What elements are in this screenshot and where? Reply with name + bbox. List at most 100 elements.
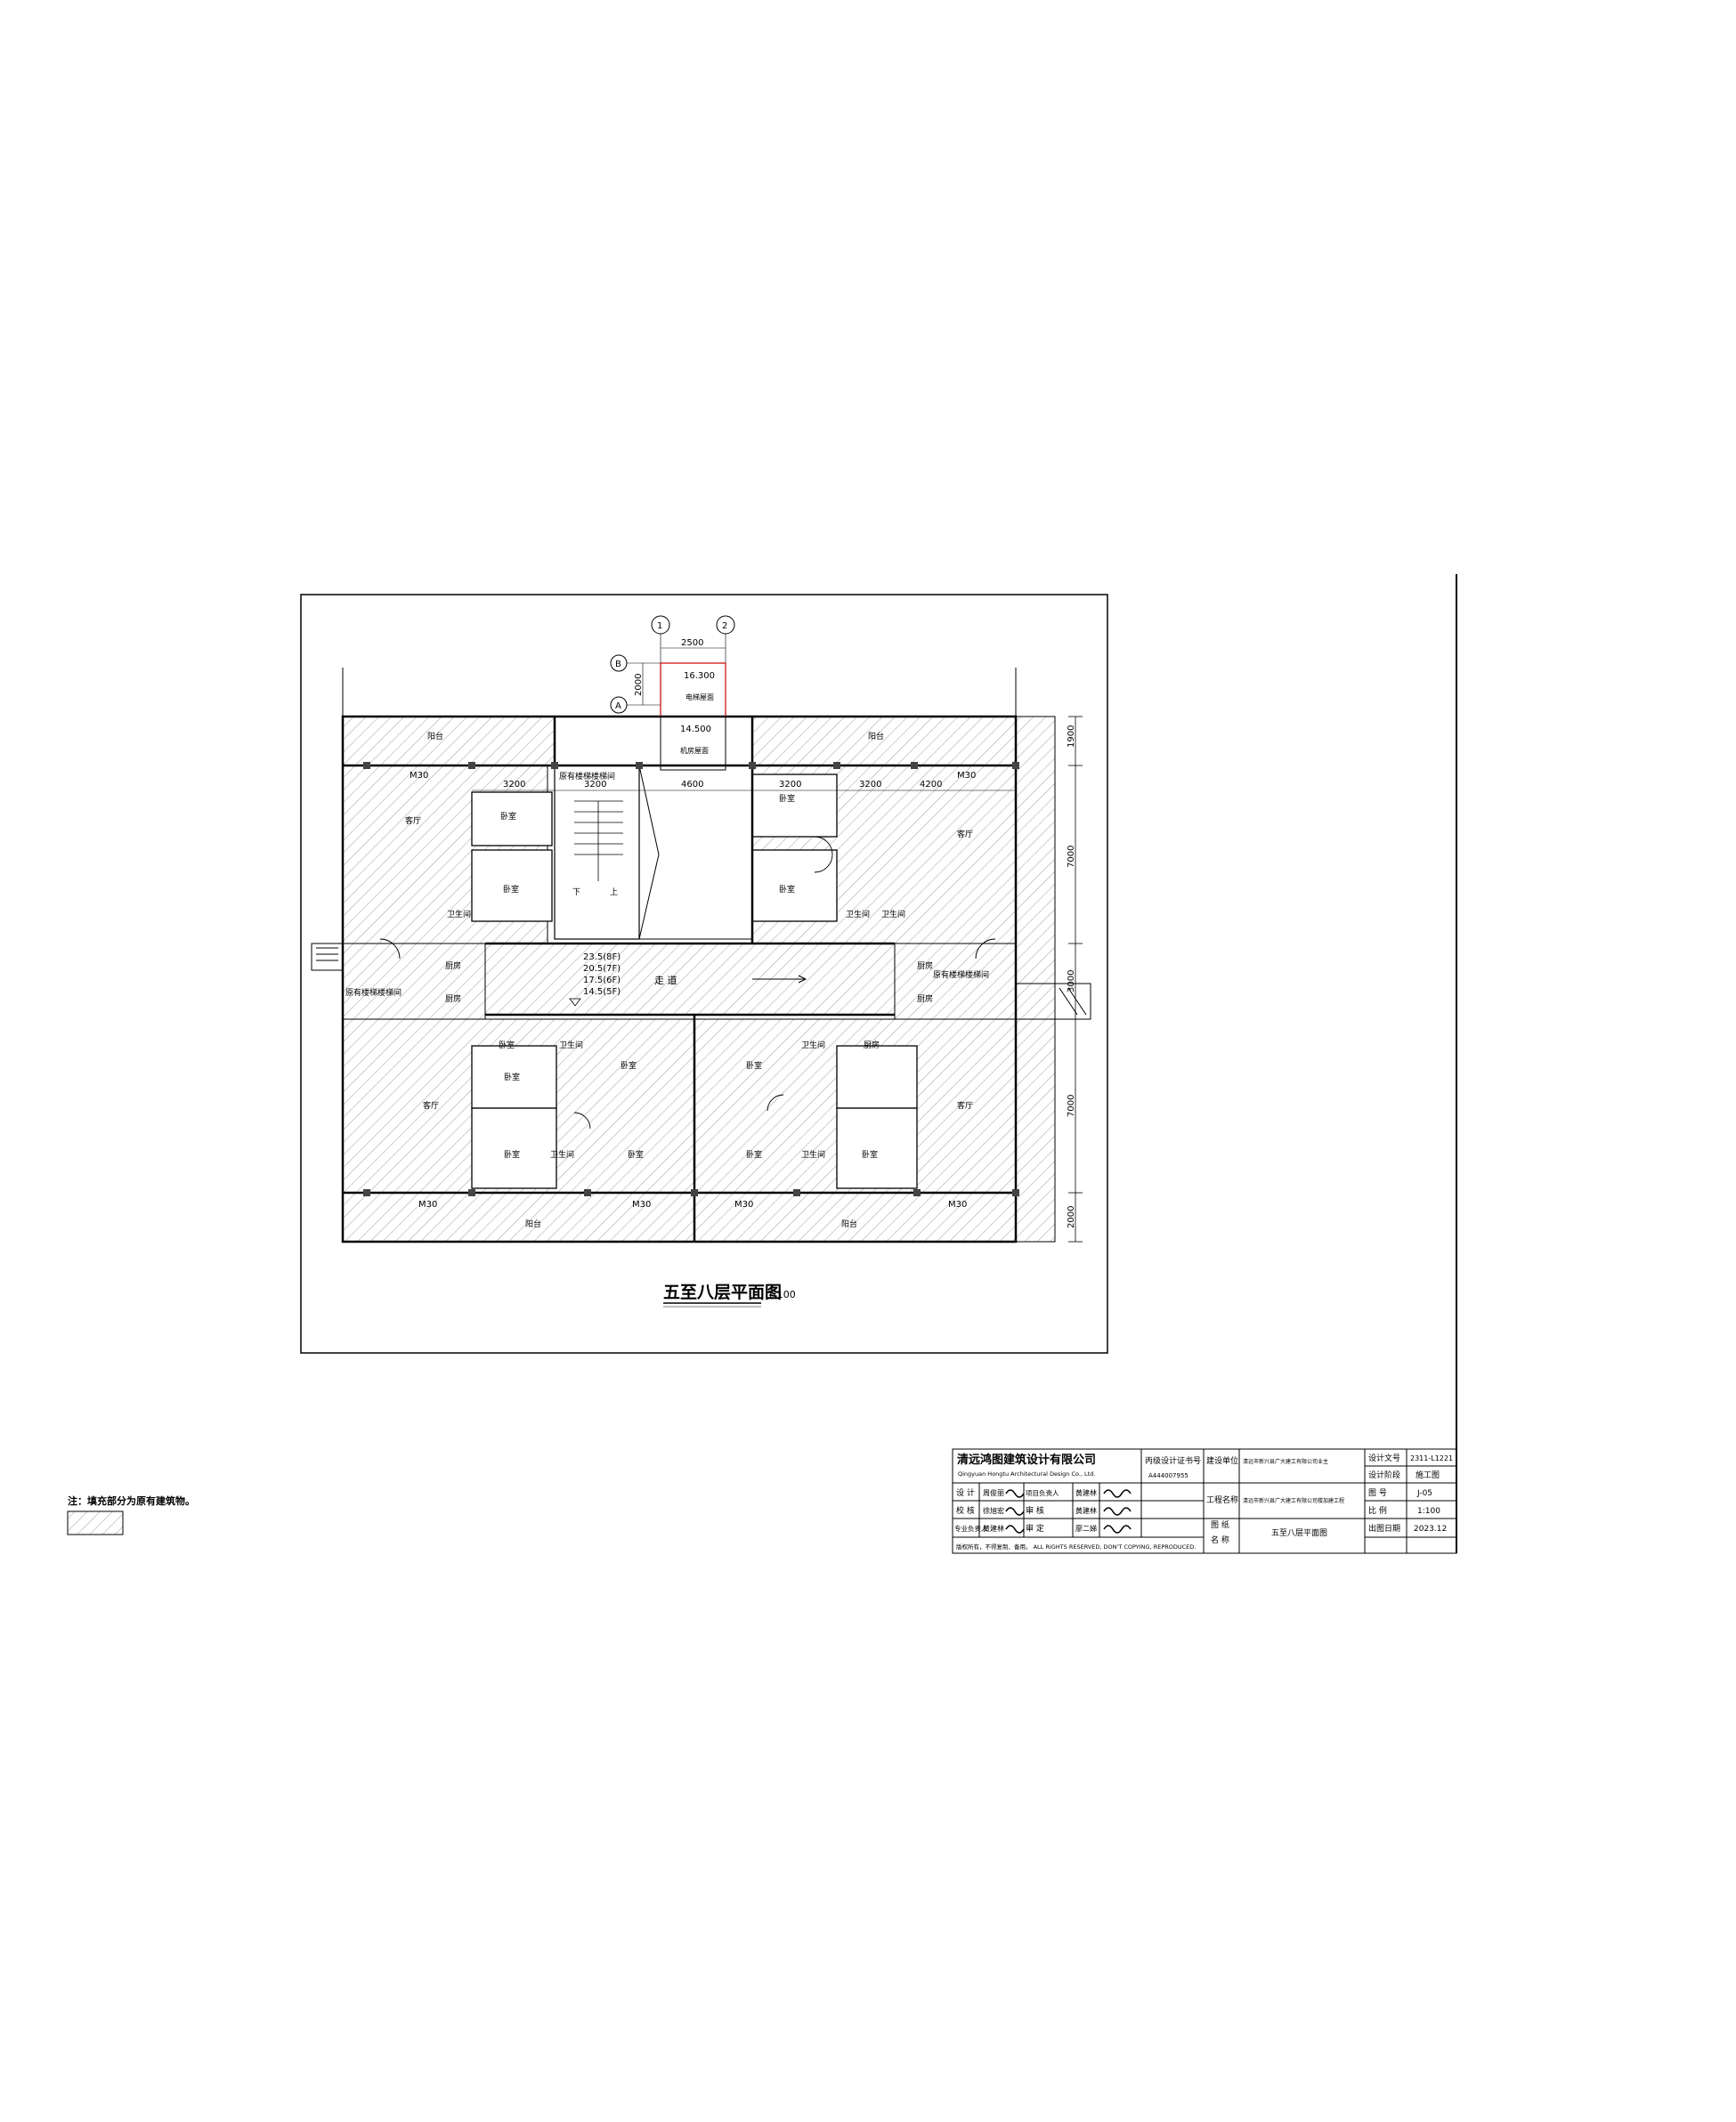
door-swings (379, 836, 996, 1130)
window-label-6: M30 (948, 1200, 967, 1210)
dim-2000: 2000 (1067, 1206, 1076, 1228)
elevation-marker-icon (569, 998, 581, 1007)
label-bedroom-6: 卧室 (504, 1149, 520, 1160)
label-bedroom-4: 卧室 (779, 884, 795, 895)
label-kitchen-1: 厨房 (445, 960, 461, 971)
tb-role5-name: 黄建林 (1075, 1506, 1097, 1515)
bedroom-tl-2 (471, 849, 553, 922)
label-living-br: 客厅 (957, 1100, 973, 1111)
label-toilet-5: 卫生间 (550, 1149, 574, 1160)
tb-role2-label: 校 核 (956, 1505, 975, 1516)
dim-3000: 3000 (1067, 970, 1076, 992)
stairwell (554, 765, 640, 940)
label-living-bl: 客厅 (423, 1100, 439, 1111)
label-toilet-1: 卫生间 (447, 909, 471, 919)
bedroom-bl-1 (471, 1045, 557, 1109)
tb-design-no: 2311-L1221 (1410, 1454, 1453, 1462)
balcony-top-left (342, 716, 556, 766)
bedroom-tl-1 (471, 791, 553, 846)
tb-stage: 施工图 (1416, 1470, 1440, 1480)
axis-2: 2 (722, 621, 727, 631)
label-bedroom-7: 卧室 (621, 1060, 637, 1071)
label-stair-down: 下 (572, 888, 580, 897)
label-bedroom-11: 卧室 (862, 1149, 878, 1160)
label-annex-stair-top: 原有楼梯楼梯间 (559, 771, 615, 782)
label-bedroom-10: 卧室 (746, 1149, 762, 1160)
label-bedroom-8: 卧室 (628, 1149, 644, 1160)
tb-company-en: Qingyuan Hongtu Architectural Design Co.… (958, 1470, 1095, 1478)
tb-design-no-label: 设计文号 (1368, 1453, 1400, 1463)
dim-3200-c: 3200 (779, 780, 801, 790)
tb-role3-name: 黄建林 (983, 1524, 1004, 1533)
tb-client: 清远市新兴县广大建工有限公司业主 (1243, 1458, 1328, 1465)
window-label-4: M30 (632, 1200, 651, 1210)
elev-8f: 23.5(8F) (583, 952, 621, 962)
elev-5f: 14.5(5F) (583, 987, 621, 997)
label-bedroom-5: 卧室 (504, 1072, 520, 1082)
bedroom-bl-2 (471, 1107, 557, 1189)
label-roof-top: 电梯屋面 (685, 692, 714, 701)
tb-client-label: 建设单位 (1206, 1455, 1238, 1466)
tb-project: 清远市新兴县广大建工有限公司楼加建工程 (1243, 1497, 1344, 1504)
dim-2000-roof: 2000 (634, 674, 644, 696)
atrium-void (638, 765, 753, 940)
corridor-main (484, 943, 896, 1016)
axis-b: B (615, 660, 621, 669)
bedroom-br-2 (836, 1107, 918, 1189)
dim-3200-a: 3200 (503, 780, 525, 790)
label-kitchen-3: 厨房 (917, 960, 933, 971)
drawing-title: 五至八层平面图 (663, 1283, 782, 1302)
legend-hatch-swatch (67, 1511, 124, 1535)
columns (363, 762, 1019, 1196)
title-block (952, 1448, 1457, 1554)
corridor-right (894, 943, 1017, 1020)
tb-cert-label: 丙级设计证书号 (1145, 1455, 1201, 1466)
tb-role4-label: 项目负责人 (1026, 1488, 1059, 1497)
label-bedroom-3: 卧室 (779, 793, 795, 804)
tb-project-label: 工程名称 (1206, 1494, 1238, 1505)
dim-7000-b: 7000 (1067, 1095, 1076, 1117)
corridor-left (342, 943, 486, 1020)
dim-4600: 4600 (681, 780, 703, 790)
window-label-2: M30 (957, 771, 976, 781)
tb-company: 清远鸿图建筑设计有限公司 (957, 1453, 1096, 1467)
balcony-bottom (342, 1192, 1017, 1243)
tb-drawing-label2: 名 称 (1211, 1535, 1229, 1545)
kitchen-br (836, 1045, 918, 1109)
label-corridor: 走 道 (654, 974, 677, 986)
dim-3200-d: 3200 (859, 780, 881, 790)
tb-role1-name: 周俊丽 (983, 1488, 1004, 1497)
dim-4200: 4200 (920, 780, 942, 790)
window-label-3: M30 (418, 1200, 437, 1210)
corridor-arrow-icon (752, 975, 807, 984)
tb-sheet-label: 图 号 (1368, 1488, 1387, 1498)
drawing-frame (300, 594, 1108, 1354)
label-balcony-bl: 阳台 (525, 1219, 541, 1229)
legend-note: 注：填充部分为原有建筑物。 (68, 1494, 195, 1507)
tb-drawing-label: 图 纸 (1211, 1519, 1229, 1530)
tb-sheet: J-05 (1416, 1489, 1432, 1498)
drawing-scale: 1:100 (767, 1289, 796, 1300)
label-toilet-4: 卫生间 (559, 1040, 583, 1050)
label-annex-stair-left: 原有楼梯楼梯间 (345, 987, 402, 998)
label-bedroom-2: 卧室 (503, 884, 519, 895)
roof-detail: 1 2 2500 B A 2000 16.300 电梯屋面 14.500 机房屋… (610, 615, 735, 771)
dim-1900: 1900 (1067, 725, 1076, 748)
dim-3200-b: 3200 (584, 780, 606, 790)
side-stair-left (311, 943, 343, 971)
tb-copyright: 版权所有，不得复制、备用。 ALL RIGHTS RESERVED, DON'T… (956, 1543, 1196, 1551)
label-bedroom-9: 卧室 (746, 1060, 762, 1071)
elev-7f: 20.5(7F) (583, 964, 621, 974)
label-balcony-br: 阳台 (841, 1219, 857, 1229)
label-living-tr: 客厅 (957, 829, 973, 839)
tb-scale-label: 比 例 (1368, 1505, 1387, 1516)
axis-1: 1 (657, 621, 662, 631)
tb-role2-name: 徐旭宏 (983, 1506, 1004, 1515)
tb-role3-label: 专业负责人 (954, 1524, 988, 1533)
tb-cert-no: A444007955 (1148, 1472, 1188, 1479)
tb-role4-name: 黄建林 (1075, 1488, 1097, 1497)
window-label-1: M30 (410, 771, 428, 781)
label-balcony-tr: 阳台 (868, 731, 884, 741)
tb-date-label: 出图日期 (1368, 1523, 1400, 1534)
